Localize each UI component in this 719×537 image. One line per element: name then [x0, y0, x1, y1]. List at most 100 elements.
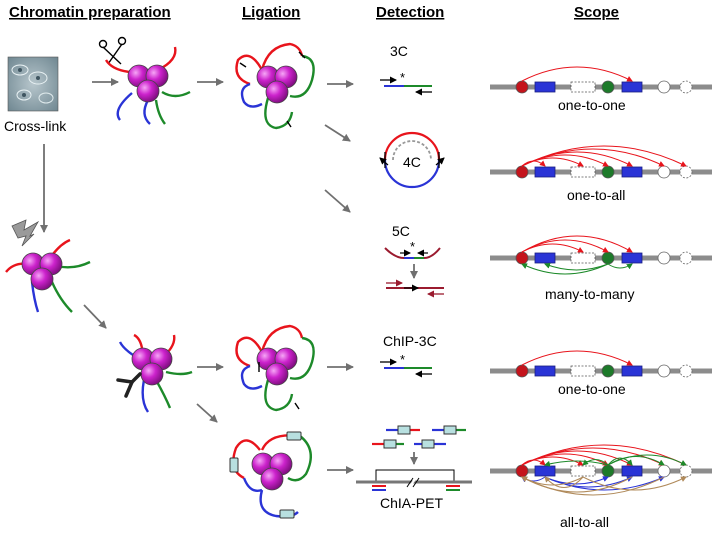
chromosome-track	[490, 251, 712, 265]
ligation-complex-chip	[235, 324, 315, 412]
interaction-arc	[521, 235, 633, 253]
anchor-green	[601, 464, 615, 478]
scope-label-chip-3c: one-to-one	[558, 381, 626, 397]
scope-label-3c: one-to-one	[558, 97, 626, 113]
gene-block	[534, 465, 556, 477]
anchor-red	[515, 364, 529, 378]
anchor-green	[601, 364, 615, 378]
interaction-arc	[521, 459, 546, 466]
scope-label-4c: one-to-all	[567, 187, 625, 203]
anchor-empty	[679, 80, 693, 94]
interaction-arc	[521, 145, 687, 167]
anchor-green	[601, 251, 615, 265]
gene-block-empty	[570, 166, 596, 178]
scope-label-chia-pet: all-to-all	[560, 514, 609, 530]
anchor-empty	[657, 165, 671, 179]
scope-label-5c: many-to-many	[545, 286, 634, 302]
chromosome-track	[490, 165, 712, 179]
interaction-arc	[544, 262, 609, 271]
interaction-arc	[521, 148, 665, 167]
scope-panel	[490, 66, 712, 496]
antibody-icon	[116, 372, 142, 398]
interaction-arc	[521, 476, 665, 496]
method-name-chip-3c: ChIP-3C	[383, 333, 437, 349]
detection-chia-pet	[356, 425, 472, 491]
detection-4c	[379, 131, 445, 189]
method-name-5c: 5C	[392, 223, 410, 239]
interaction-arc	[521, 66, 633, 82]
chromosome-track	[490, 464, 712, 478]
anchor-empty	[657, 80, 671, 94]
gene-block	[621, 465, 643, 477]
anchor-empty	[679, 165, 693, 179]
gene-block	[534, 81, 556, 93]
gene-block-empty	[570, 81, 596, 93]
anchor-empty	[679, 364, 693, 378]
gene-block	[534, 252, 556, 264]
gene-block-empty	[570, 365, 596, 377]
interaction-arc	[544, 476, 584, 488]
gene-block	[621, 365, 643, 377]
ligation-junction-mark: *	[400, 352, 405, 367]
chromatin-complex	[104, 46, 191, 125]
anchor-empty	[679, 464, 693, 478]
anchor-empty	[657, 364, 671, 378]
chromatin-complex-chip	[118, 333, 193, 413]
interaction-arc	[521, 263, 609, 275]
anchor-green	[601, 165, 615, 179]
flow-arrow	[324, 189, 351, 213]
method-name-4c: 4C	[403, 154, 421, 170]
anchor-red	[515, 165, 529, 179]
interaction-arc	[607, 263, 633, 270]
header-scope: Scope	[574, 4, 619, 21]
interaction-arc	[521, 160, 546, 167]
detection-5c: *	[384, 239, 444, 298]
cell-image	[7, 56, 59, 112]
gene-block	[621, 252, 643, 264]
interaction-arc	[521, 350, 633, 366]
interaction-arc	[544, 476, 665, 491]
ligation-complex-chia-pet	[229, 431, 312, 519]
interaction-arc	[607, 454, 687, 466]
gene-block	[534, 166, 556, 178]
lightning-icon	[11, 219, 40, 247]
anchor-red	[515, 80, 529, 94]
header-chromatin-preparation: Chromatin preparation	[9, 4, 171, 21]
header-detection: Detection	[376, 4, 444, 21]
anchor-green	[601, 80, 615, 94]
gene-block	[621, 166, 643, 178]
detection-chip-3c: *	[380, 352, 432, 378]
interaction-arc	[521, 444, 687, 466]
gene-block	[621, 81, 643, 93]
anchor-empty	[657, 464, 671, 478]
ligation-junction-mark: *	[400, 70, 405, 85]
cross-link-label: Cross-link	[4, 118, 67, 134]
interaction-arc	[607, 457, 633, 466]
gene-block	[534, 365, 556, 377]
interaction-arc	[521, 243, 584, 253]
chromatin-complex-crosslinked	[5, 238, 91, 313]
interaction-arc	[582, 459, 609, 466]
anchor-empty	[657, 251, 671, 265]
header-ligation: Ligation	[242, 4, 300, 21]
anchor-red	[515, 464, 529, 478]
scissors-icon	[98, 36, 127, 65]
flow-arrow	[83, 304, 107, 329]
interaction-arc	[521, 239, 609, 253]
chromosome-track	[490, 364, 712, 378]
flow-arrow	[324, 124, 351, 142]
detection-3c: *	[380, 70, 432, 96]
flow-arrow	[196, 403, 218, 423]
anchor-empty	[679, 251, 693, 265]
interaction-arc	[582, 476, 687, 491]
anchor-red	[515, 251, 529, 265]
interaction-arc	[544, 460, 609, 467]
chromosome-track	[490, 80, 712, 94]
method-name-chia-pet: ChIA-PET	[380, 495, 443, 511]
ligation-junction-mark: *	[410, 239, 415, 254]
gene-block-empty	[570, 252, 596, 264]
method-name-3c: 3C	[390, 43, 408, 59]
gene-block-empty	[570, 465, 596, 477]
ligation-complex	[235, 42, 315, 130]
